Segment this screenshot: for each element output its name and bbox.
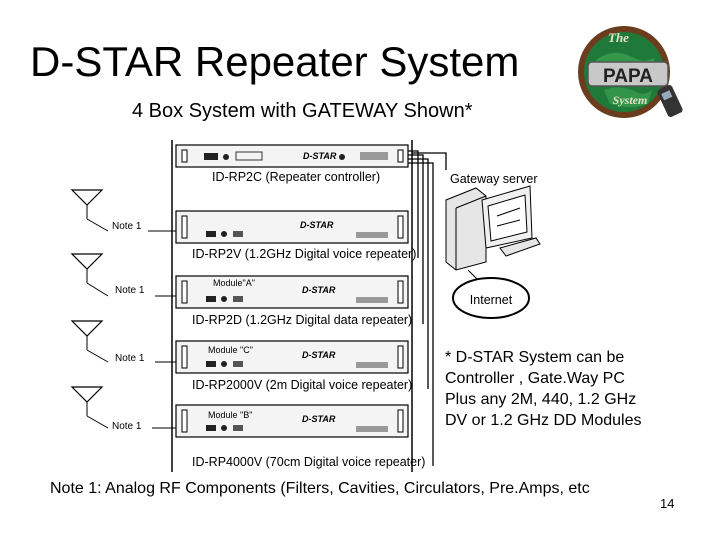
papa-system-logo: The PAPA System	[578, 26, 683, 118]
gateway-server-icon: Gateway server	[445, 172, 541, 271]
note-label: Note 1	[115, 353, 145, 364]
antenna-3	[70, 320, 180, 363]
internet-label: Internet	[470, 293, 513, 307]
unit-label: ID-RP2V (1.2GHz Digital voice repeater)	[192, 247, 416, 261]
unit-label: ID-RP2C (Repeater controller)	[212, 170, 380, 184]
side-note-line: DV or 1.2 GHz DD Modules	[445, 412, 642, 429]
unit-rp4000v: D-STAR Module "B" ID-RP4000V (70cm Digit…	[175, 404, 425, 469]
brand-logo: D-STAR	[302, 285, 336, 295]
note-label: Note 1	[112, 421, 142, 432]
module-label: Module"A"	[213, 278, 255, 288]
brand-logo: D-STAR	[302, 414, 336, 424]
note-label: Note 1	[112, 221, 142, 232]
note-label: Note 1	[115, 285, 145, 296]
unit-rp2v: D-STAR ID-RP2V (1.2GHz Digital voice rep…	[175, 210, 416, 261]
side-note: * D-STAR System can be Controller , Gate…	[445, 347, 705, 431]
gateway-label: Gateway server	[450, 172, 538, 186]
unit-rp2000v: D-STAR Module "C" ID-RP2000V (2m Digital…	[175, 340, 412, 392]
module-label: Module "C"	[208, 345, 253, 355]
logo-text-the: The	[608, 30, 629, 45]
logo-text-papa: PAPA	[603, 66, 653, 87]
antenna-4	[70, 386, 180, 429]
unit-rp2d: D-STAR Module"A" ID-RP2D (1.2GHz Digital…	[175, 275, 412, 327]
internet-cloud-icon: Internet	[452, 277, 530, 319]
side-note-line: Plus any 2M, 440, 1.2 GHz	[445, 391, 637, 408]
logo-banner	[587, 61, 669, 87]
logo-text-system: System	[613, 93, 648, 107]
page-number: 14	[660, 496, 675, 511]
footnote: Note 1: Analog RF Components (Filters, C…	[50, 480, 590, 497]
module-label: Module "B"	[208, 410, 252, 420]
slide-title: D-STAR Repeater System	[30, 38, 520, 85]
brand-logo: D-STAR	[300, 220, 334, 230]
brand-logo: D-STAR	[303, 151, 337, 161]
unit-rp2c: D-STAR ID-RP2C (Repeater controller)	[175, 144, 409, 184]
unit-label: ID-RP2000V (2m Digital voice repeater)	[192, 378, 412, 392]
brand-logo: D-STAR	[302, 350, 336, 360]
slide-subtitle: 4 Box System with GATEWAY Shown*	[132, 100, 473, 122]
unit-label: ID-RP2D (1.2GHz Digital data repeater)	[192, 313, 412, 327]
side-note-line: * D-STAR System can be	[445, 349, 625, 366]
unit-label: ID-RP4000V (70cm Digital voice repeater)	[192, 455, 425, 469]
interconnect-cables	[408, 150, 447, 466]
antenna-1	[70, 189, 180, 232]
side-note-line: Controller , Gate.Way PC	[445, 370, 625, 387]
